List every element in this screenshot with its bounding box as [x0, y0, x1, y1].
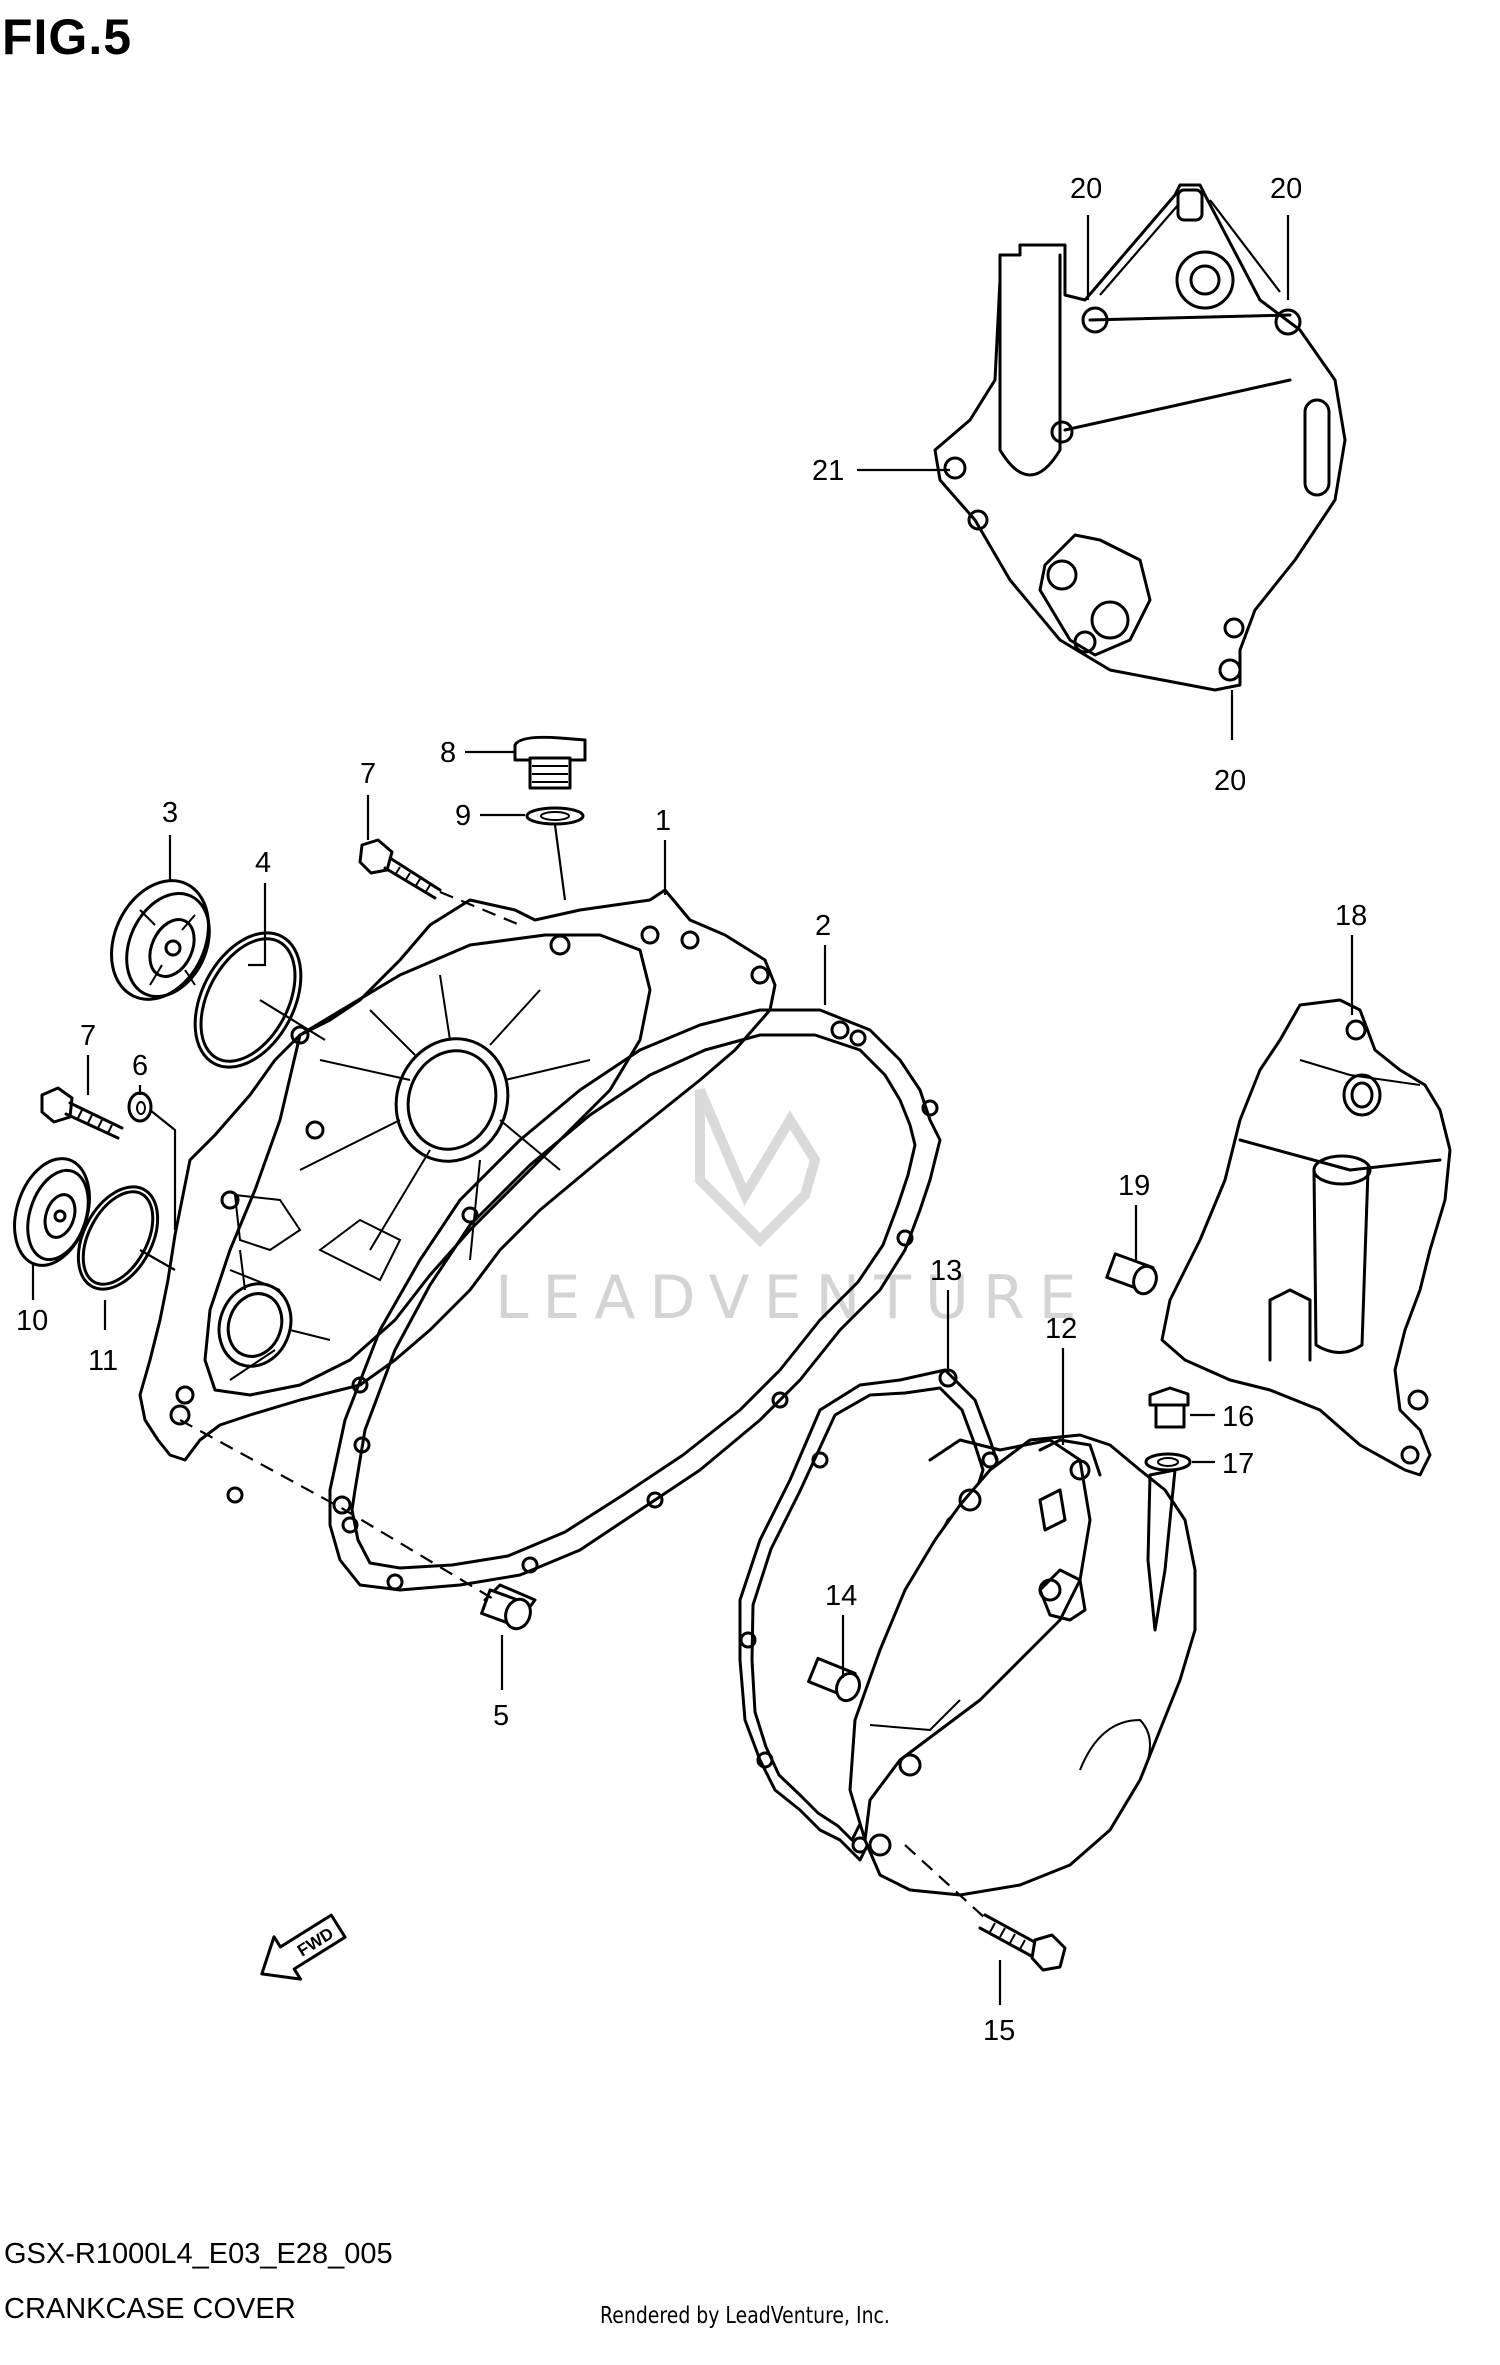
callout-1: 1	[655, 805, 671, 837]
callout-7: 7	[80, 1020, 96, 1052]
callout-20: 20	[1214, 765, 1246, 797]
callout-13: 13	[930, 1255, 962, 1287]
callout-7: 7	[360, 758, 376, 790]
render-credit: Rendered by LeadVenture, Inc.	[600, 2303, 890, 2329]
part-4-o-ring	[193, 931, 303, 1069]
part-17-washer	[1144, 1452, 1192, 1472]
part-7-bolt-lower	[40, 1086, 124, 1140]
section-title: CRANKCASE COVER	[4, 2293, 296, 2325]
callout-15: 15	[983, 2015, 1015, 2047]
callout-18: 18	[1335, 900, 1367, 932]
callout-4: 4	[255, 847, 271, 879]
part-9-gasket	[525, 806, 585, 826]
callout-20: 20	[1270, 173, 1302, 205]
part-16-plug	[1148, 1386, 1190, 1429]
part-18-housing	[1160, 998, 1452, 1477]
watermark: LEADVENTURE	[495, 1088, 1091, 1333]
part-15-bolt	[978, 1913, 1067, 1972]
part-14-dowel-pin	[807, 1656, 861, 1703]
part-10-cover-cap	[13, 1157, 91, 1267]
part-7-bolt-upper	[358, 838, 442, 900]
part-19-dowel-pin	[1105, 1252, 1158, 1296]
part-5-dowel-pin	[480, 1583, 537, 1631]
part-3-cover-cap	[110, 879, 211, 1001]
watermark-logo-icon	[695, 1088, 821, 1248]
callout-10: 10	[16, 1305, 48, 1337]
fwd-direction-arrow: FWD	[260, 1913, 347, 1981]
callout-11: 11	[88, 1345, 118, 1377]
callout-12: 12	[1045, 1313, 1077, 1345]
callout-16: 16	[1222, 1401, 1254, 1433]
part-21-cover-plate	[933, 183, 1347, 692]
part-2-gasket	[328, 1008, 942, 1592]
callout-9: 9	[455, 800, 471, 832]
callout-17: 17	[1222, 1448, 1254, 1480]
part-12-clutch-cover	[848, 1433, 1197, 1897]
callout-8: 8	[440, 737, 456, 769]
callout-20: 20	[1070, 173, 1102, 205]
assembly-dashed-lines	[179, 890, 986, 1919]
model-code: GSX-R1000L4_E03_E28_005	[4, 2238, 393, 2270]
watermark-text: LEADVENTURE	[495, 1263, 1091, 1333]
part-6-washer	[127, 1091, 153, 1123]
callout-14: 14	[825, 1580, 857, 1612]
callout-2: 2	[815, 910, 831, 942]
leader-lines	[31, 199, 1354, 2005]
figure-title: FIG.5	[2, 9, 133, 65]
callout-19: 19	[1118, 1170, 1150, 1202]
callout-3: 3	[162, 797, 178, 829]
callout-21: 21	[812, 455, 844, 487]
part-8-oil-filler-plug	[513, 735, 587, 790]
callout-labels: 20 20 20 21 8 7 9 1 3 4 2 18 7 6 19 10 1…	[16, 173, 1367, 2047]
callout-5: 5	[493, 1700, 509, 1732]
callout-6: 6	[132, 1050, 148, 1082]
part-1-crankcase-cover	[138, 888, 777, 1504]
